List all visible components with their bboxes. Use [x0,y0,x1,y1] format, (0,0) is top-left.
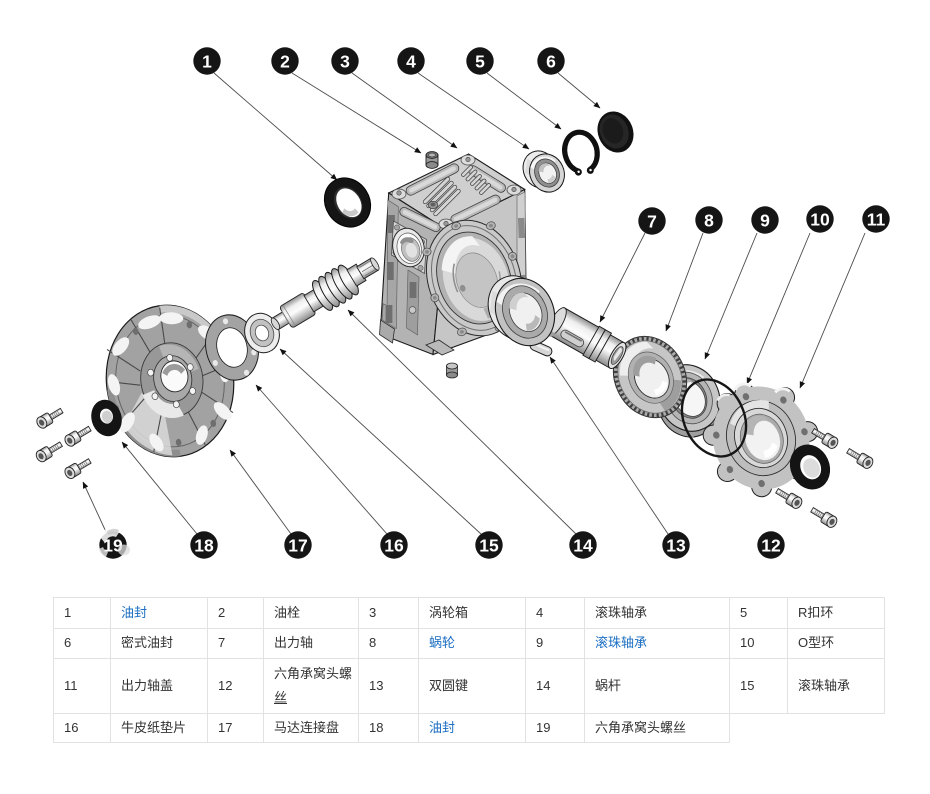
svg-text:2: 2 [280,52,290,72]
svg-text:5: 5 [475,52,485,72]
svg-text:3: 3 [340,52,350,72]
svg-text:18: 18 [194,536,214,556]
svg-text:11: 11 [867,210,886,230]
svg-text:9: 9 [760,211,770,231]
svg-text:7: 7 [647,212,657,232]
svg-text:13: 13 [666,536,686,556]
svg-text:10: 10 [810,210,830,230]
svg-text:1: 1 [202,52,212,72]
svg-text:4: 4 [406,52,416,72]
svg-text:12: 12 [761,536,781,556]
svg-text:15: 15 [479,536,499,556]
svg-text:6: 6 [546,52,556,72]
svg-text:8: 8 [704,211,714,231]
svg-text:17: 17 [288,536,307,556]
svg-text:14: 14 [573,536,593,556]
svg-text:16: 16 [384,536,404,556]
